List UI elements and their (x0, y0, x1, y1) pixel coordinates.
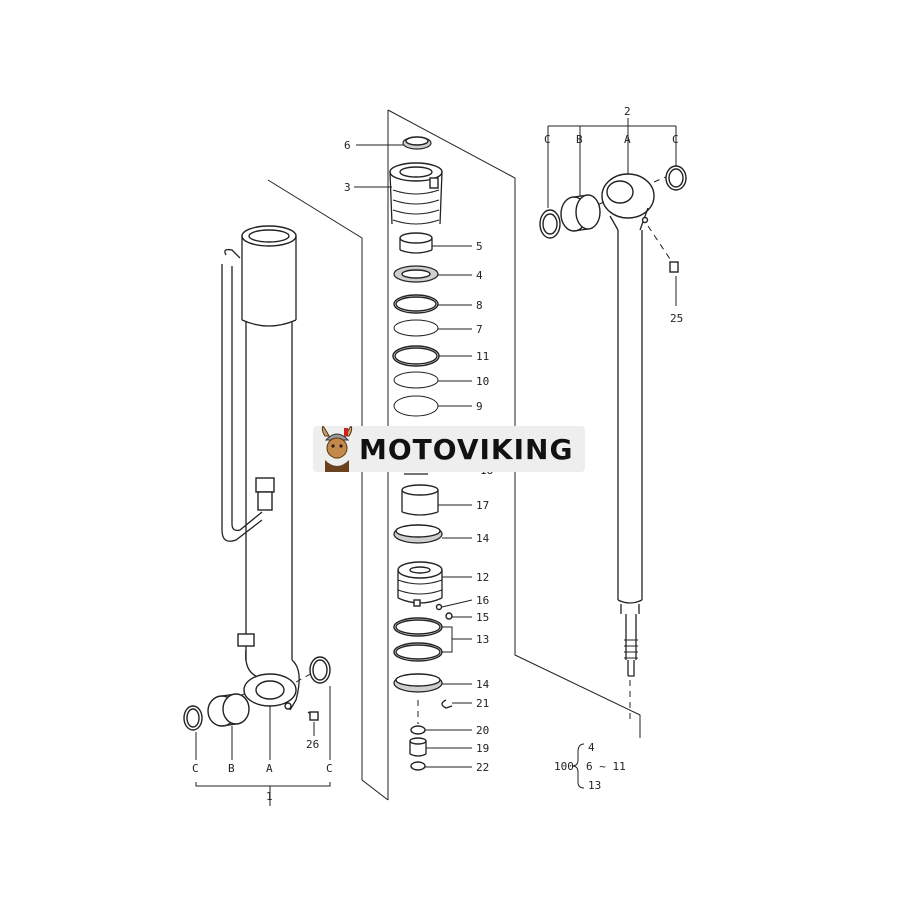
motoviking-watermark: MOTOVIKING (313, 426, 585, 472)
label-19: 19 (476, 742, 489, 755)
kit-brace (571, 743, 585, 789)
tube-bushing-and-seals (183, 656, 331, 731)
label-12: 12 (476, 571, 489, 584)
label-14-lower: 14 (476, 678, 490, 691)
label-22: 22 (476, 761, 489, 774)
label-10: 10 (476, 375, 489, 388)
label-6: 6 (344, 139, 351, 152)
label-rod-B: B (576, 133, 583, 146)
label-rod-A: A (624, 133, 631, 146)
label-2: 2 (624, 105, 631, 118)
label-tube-C-left: C (192, 762, 199, 775)
label-rod-C-right: C (672, 133, 679, 146)
kit-item-13: 13 (588, 779, 601, 792)
label-tube-C-right: C (326, 762, 333, 775)
label-5: 5 (476, 240, 483, 253)
viking-mascot-icon (321, 426, 353, 472)
label-7: 7 (476, 323, 483, 336)
label-26: 26 (306, 738, 319, 751)
seal-kit-callout: 100 4 6 ~ 11 13 (554, 741, 626, 792)
center-exploded-parts (389, 136, 453, 771)
label-tube-B: B (228, 762, 235, 775)
cylinder-tube (209, 225, 315, 711)
label-11: 11 (476, 350, 489, 363)
label-15: 15 (476, 611, 489, 624)
label-9: 9 (476, 400, 483, 413)
grease-nipple-25 (647, 225, 679, 306)
label-rod-C-left: C (544, 133, 551, 146)
label-8: 8 (476, 299, 483, 312)
grease-fitting-26 (307, 711, 319, 736)
label-tube-A: A (266, 762, 273, 775)
label-25: 25 (670, 312, 683, 325)
label-17: 17 (476, 499, 489, 512)
rod-bushing-and-seals (539, 165, 687, 239)
label-3: 3 (344, 181, 351, 194)
kit-number: 100 (554, 760, 574, 773)
label-21: 21 (476, 697, 489, 710)
kit-item-6-11: 6 ~ 11 (586, 760, 626, 773)
center-leaders (354, 144, 473, 768)
label-13: 13 (476, 633, 489, 646)
label-4: 4 (476, 269, 483, 282)
watermark-text: MOTOVIKING (359, 432, 574, 466)
label-14-upper: 14 (476, 532, 490, 545)
label-1: 1 (266, 790, 273, 803)
tube-leaders (195, 686, 331, 806)
rod-leaders (547, 118, 677, 208)
label-20: 20 (476, 724, 489, 737)
kit-item-4: 4 (588, 741, 595, 754)
part-number-labels: 6 3 5 4 8 7 11 10 9 18 17 14 12 16 15 13… (192, 105, 683, 803)
label-16: 16 (476, 594, 489, 607)
piston-rod (589, 173, 669, 720)
